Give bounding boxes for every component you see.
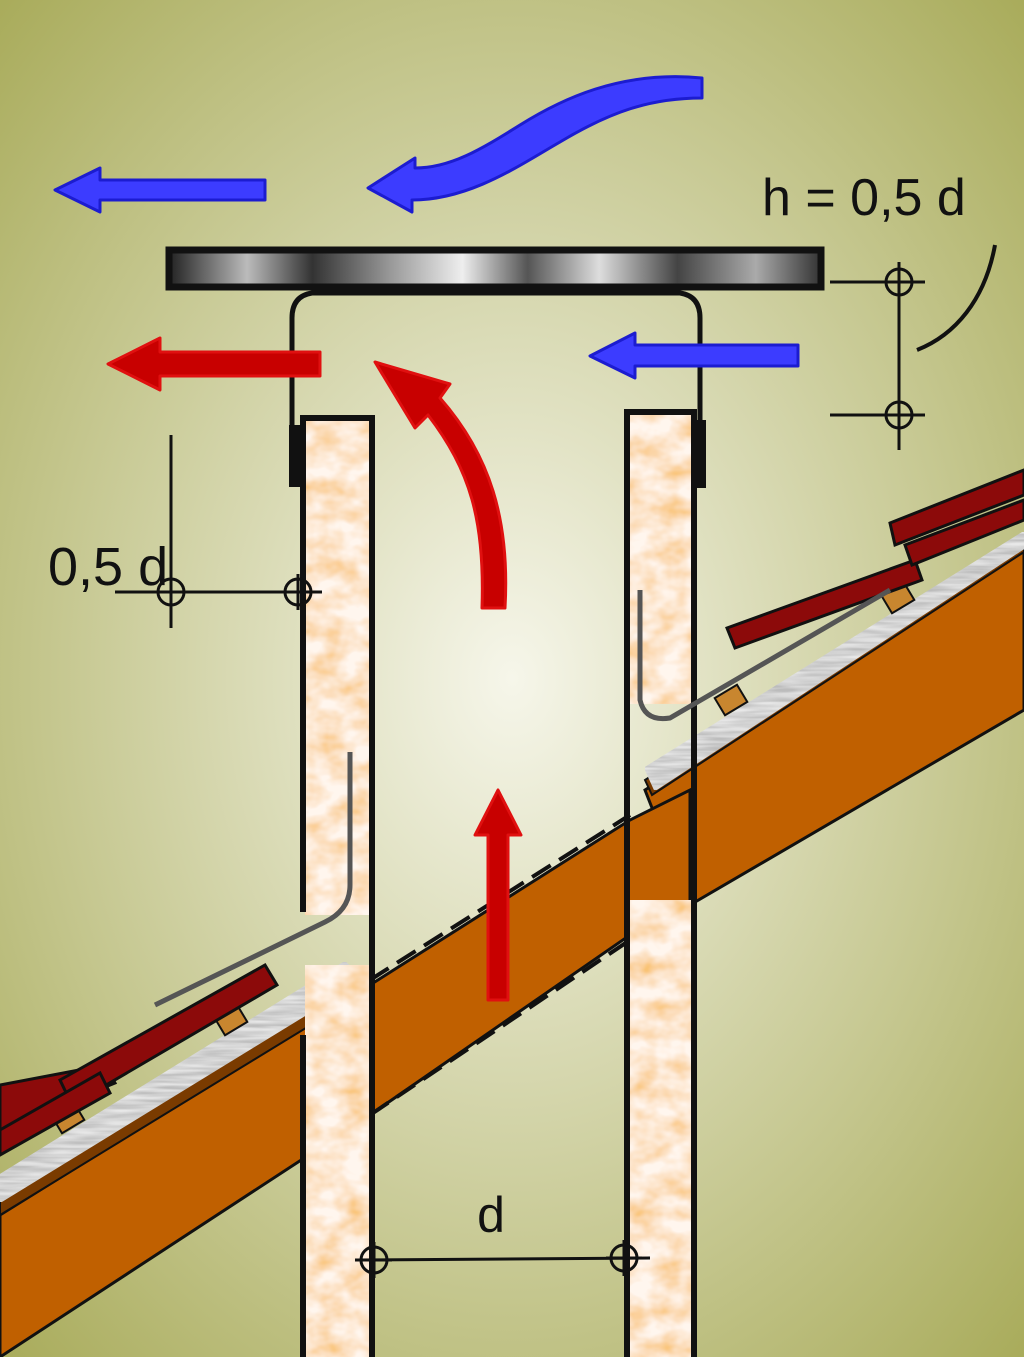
- insulation-right-lower: [627, 900, 693, 1357]
- flow-arrows: [53, 75, 800, 1002]
- pipe-diameter-label: d: [477, 1187, 505, 1243]
- dim-d-marker-left: [356, 1242, 392, 1278]
- dim-h-marker-bottom: [881, 397, 917, 433]
- exhaust-arrow-rising: [473, 788, 523, 1002]
- dim-h-leader-curve: [916, 244, 997, 352]
- dim-d-marker-right: [606, 1240, 642, 1276]
- dim-overlap-marker-right: [280, 574, 316, 610]
- roof-tile-right-3: [903, 498, 1024, 567]
- wind-arrow-top-curved: [366, 75, 704, 214]
- dimension-d: d: [354, 1187, 651, 1278]
- dimension-h: h = 0,5 d: [762, 169, 997, 450]
- cap-overlap-label: 0,5 d: [48, 537, 168, 597]
- counter-batten-3: [713, 683, 749, 717]
- dimension-overlap: 0,5 d: [48, 435, 322, 628]
- cap-sleeve: [289, 290, 703, 370]
- wind-arrow-right-inlet: [588, 331, 800, 380]
- insulation-right-upper: [627, 414, 693, 704]
- cap-plate: [165, 246, 825, 291]
- pipe-right-wall: [624, 409, 697, 1357]
- cap-height-label: h = 0,5 d: [762, 169, 966, 227]
- roof-tile-right-1: [725, 558, 924, 650]
- dim-overlap-marker-left: [153, 574, 189, 610]
- exhaust-arrow-left-outlet: [106, 336, 322, 392]
- deck-edge-dashed-top: [368, 813, 632, 982]
- dim-d-line: [354, 1256, 651, 1262]
- dim-h-marker-top: [881, 264, 917, 300]
- insulation-left-lower: [305, 965, 371, 1357]
- deck-edge-dashed-bottom: [368, 938, 632, 1117]
- flashing-right: [637, 587, 892, 722]
- roof-tile-left-3: [0, 1070, 112, 1157]
- pipe-left-wall: [300, 415, 375, 1357]
- roof-tile-right-2: [888, 468, 1024, 548]
- roof-left: [0, 960, 372, 1357]
- wind-arrow-top-left: [53, 166, 267, 214]
- chimney-cap: [165, 246, 825, 488]
- flashing-left: [153, 752, 353, 1008]
- insulation-left-upper: [305, 420, 371, 915]
- exhaust-arrow-curved: [373, 360, 508, 610]
- roof-right: [643, 468, 1024, 908]
